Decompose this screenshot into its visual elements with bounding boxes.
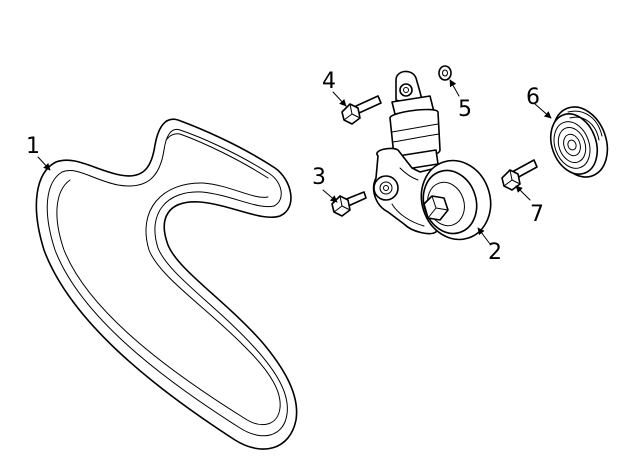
callout-7: 7 [530, 202, 544, 227]
callout-3: 3 [312, 165, 326, 190]
idler-bolt[interactable] [501, 159, 538, 191]
tensioner-bolt-lower[interactable] [331, 191, 367, 217]
callout-leaders [37, 79, 552, 245]
idler-pulley[interactable] [543, 99, 617, 184]
callout-4: 4 [322, 69, 336, 94]
dust-cap[interactable] [438, 65, 452, 81]
tensioner-bolt-upper[interactable] [341, 95, 382, 125]
callout-1: 1 [26, 134, 40, 159]
belt-tensioner-assembly[interactable] [372, 70, 501, 248]
callout-5: 5 [458, 97, 472, 122]
serpentine-belt[interactable] [35, 118, 298, 450]
callout-6: 6 [526, 85, 540, 110]
callout-2: 2 [488, 240, 502, 265]
